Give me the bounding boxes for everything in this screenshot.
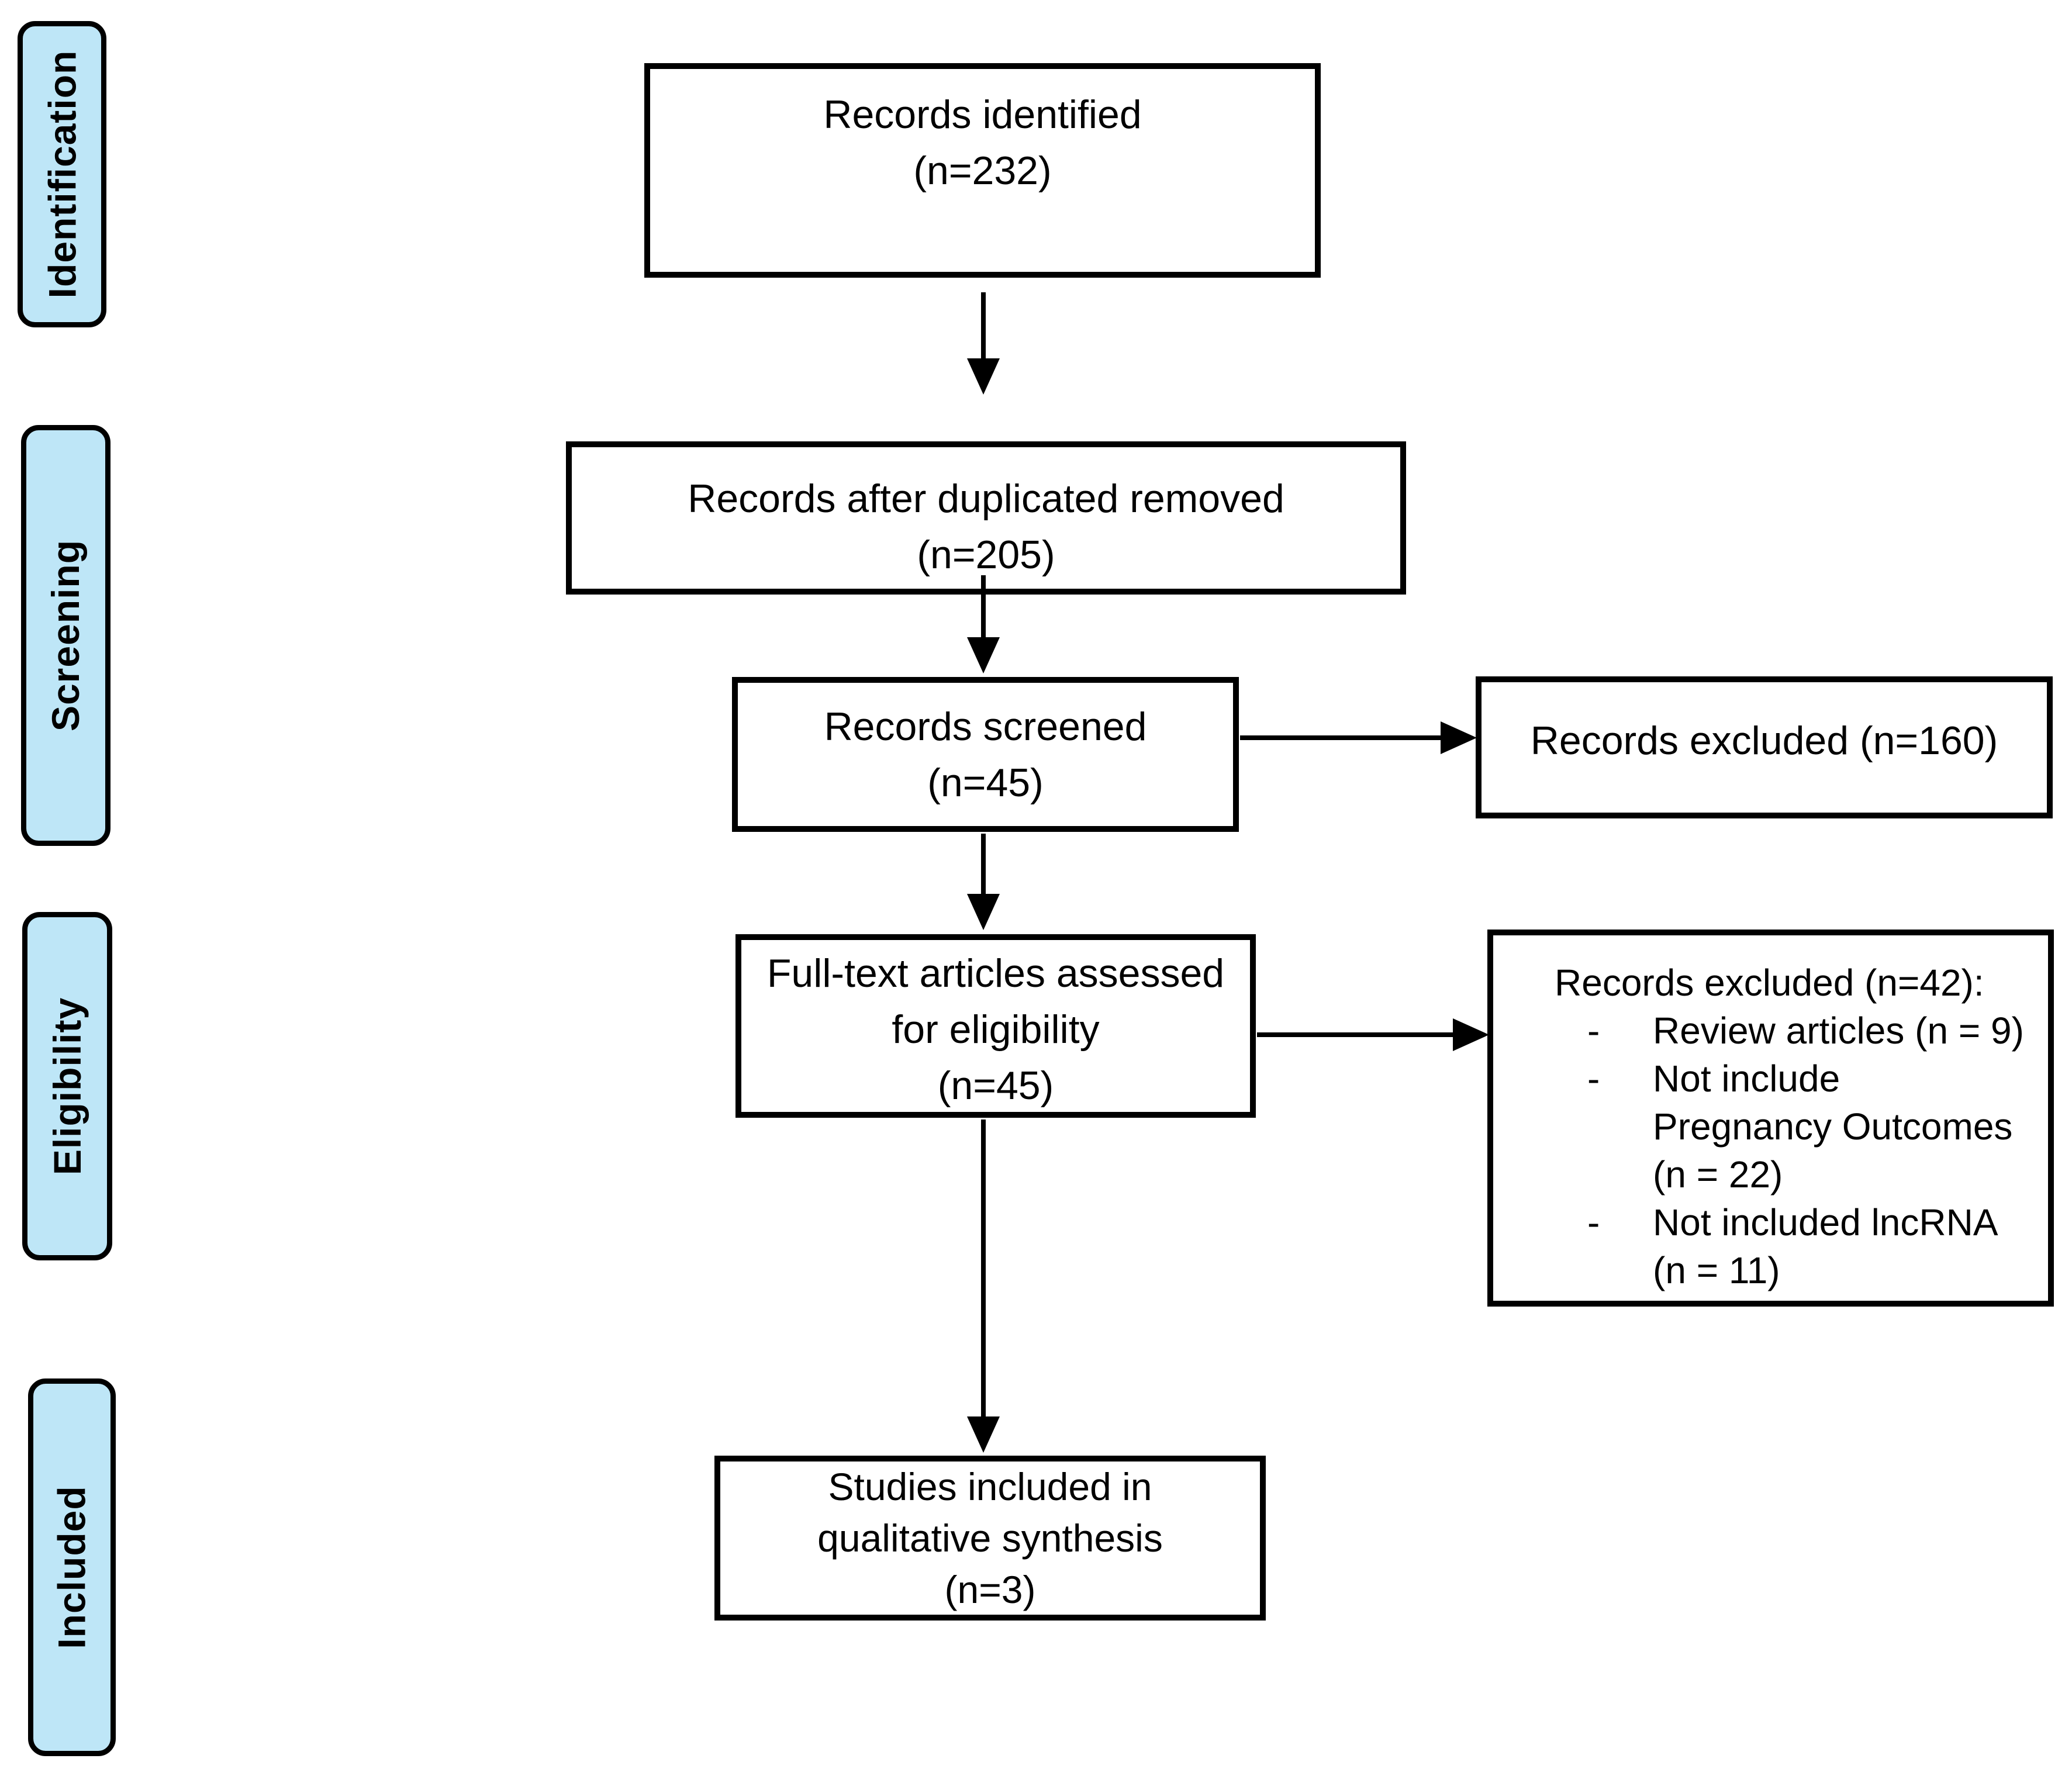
bullet-dash: -	[1587, 1201, 1600, 1243]
box-records-excluded-fulltext: Records excluded (n=42): - Review articl…	[1487, 930, 2054, 1307]
arrow-head-right-icon	[1453, 1018, 1489, 1051]
box-count-line: (n=205)	[917, 533, 1055, 577]
bullet-dash: -	[1587, 1010, 1600, 1052]
box-fulltext-assessed: Full-text articles assessed for eligibil…	[735, 934, 1256, 1118]
box-studies-included: Studies included in qualitative synthesi…	[714, 1456, 1266, 1621]
arrow-head-down-icon	[967, 637, 1000, 673]
stage-tab-eligibility: Eligibility	[22, 912, 112, 1260]
arrow-shaft	[981, 1120, 986, 1418]
reason-line: Not included lncRNA	[1653, 1201, 1998, 1243]
stage-label-identification: Identification	[40, 50, 84, 299]
arrow-shaft	[981, 834, 986, 895]
reason-line: (n = 11)	[1653, 1249, 1780, 1291]
box-records-after-duplicates: Records after duplicated removed (n=205)	[566, 441, 1406, 595]
arrow-shaft	[981, 292, 986, 360]
stage-tab-identification: Identification	[18, 21, 106, 327]
box-text-line: Full-text articles assessed	[766, 951, 1225, 996]
box-count-line: (n=232)	[913, 148, 1052, 193]
reason-line: Not include	[1653, 1058, 1840, 1100]
stage-tab-included: Included	[28, 1378, 116, 1756]
excluded-reason-item: - Review articles (n = 9)	[1555, 1007, 2030, 1055]
box-records-identified: Records identified (n=232)	[644, 63, 1321, 278]
box-text-line: qualitative synthesis	[817, 1516, 1163, 1560]
stage-tab-screening: Screening	[21, 425, 110, 846]
bullet-dash: -	[1587, 1058, 1600, 1100]
stage-label-screening: Screening	[44, 539, 88, 732]
excluded-reason-text: Not included lncRNA (n = 11)	[1653, 1198, 2030, 1294]
excluded-reason-text: Review articles (n = 9)	[1653, 1007, 2030, 1055]
excluded-reason-item: - Not include Pregnancy Outcomes (n = 22…	[1555, 1055, 2030, 1198]
arrow-head-right-icon	[1441, 721, 1477, 754]
arrow-head-down-icon	[967, 894, 1000, 930]
box-count-line: (n=45)	[927, 760, 1044, 805]
box-count-line: (n=45)	[937, 1063, 1054, 1108]
box-text-line: Studies included in	[828, 1465, 1152, 1508]
excluded-title: Records excluded (n=42):	[1555, 962, 1984, 1004]
arrow-head-down-icon	[967, 1416, 1000, 1453]
arrow-shaft	[1257, 1032, 1454, 1037]
box-text-line: Records identified	[823, 92, 1142, 137]
arrow-shaft	[1240, 735, 1442, 740]
stage-label-eligibility: Eligibility	[46, 997, 89, 1176]
box-text-line: Records after duplicated removed	[688, 476, 1284, 521]
box-records-screened: Records screened (n=45)	[732, 677, 1239, 832]
box-text-line: Records screened	[824, 704, 1147, 749]
box-text-line: for eligibility	[892, 1007, 1100, 1052]
excluded-reason-text: Not include Pregnancy Outcomes (n = 22)	[1653, 1055, 2030, 1198]
reason-line: Review articles (n = 9)	[1653, 1010, 2024, 1052]
box-records-excluded-screening: Records excluded (n=160)	[1476, 676, 2053, 818]
reason-line: Pregnancy Outcomes	[1653, 1105, 2013, 1148]
stage-label-included: Included	[50, 1485, 94, 1649]
box-count-line: (n=3)	[944, 1568, 1036, 1611]
arrow-shaft	[981, 575, 986, 638]
reason-line: (n = 22)	[1653, 1153, 1783, 1196]
box-text-line: Records excluded (n=160)	[1530, 718, 1998, 763]
arrow-head-down-icon	[967, 358, 1000, 395]
excluded-reason-item: - Not included lncRNA (n = 11)	[1555, 1198, 2030, 1294]
